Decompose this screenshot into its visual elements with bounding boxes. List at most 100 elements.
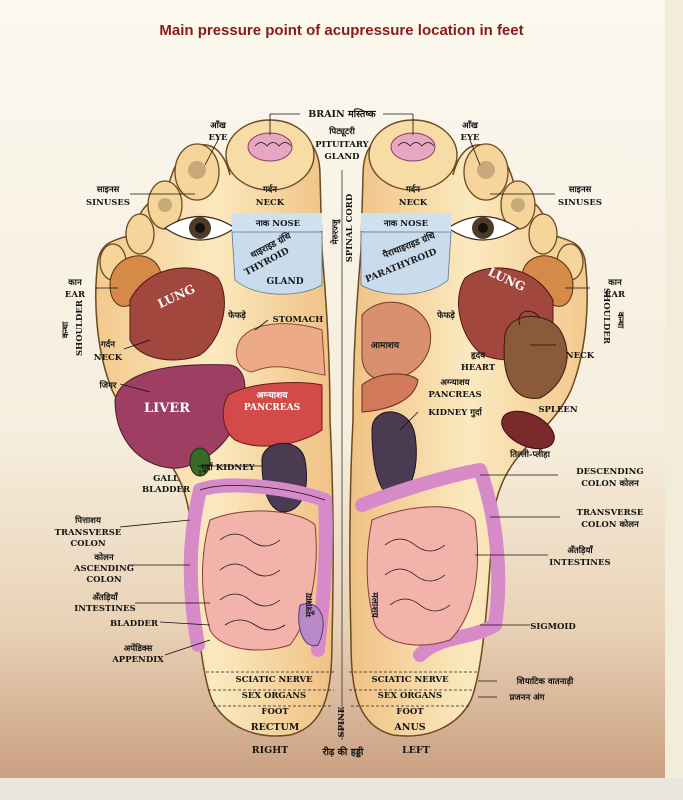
bladder-label: BLADDER	[110, 619, 159, 629]
eye-hi-label-left: आँख	[462, 120, 479, 131]
left-sinus-dot	[511, 198, 525, 212]
eye-label-left: EYE	[460, 133, 480, 143]
spine-hi-label: रीढ़ की हड्डी	[322, 746, 364, 758]
stomach-hi-label: आमाशय	[371, 341, 400, 351]
left-toe-4	[528, 213, 558, 255]
bladder-hi-label: मूत्राशय	[305, 592, 315, 618]
transverse-label-right: TRANSVERSE	[55, 528, 122, 538]
kidney-label-right: गुर्दा KIDNEY	[200, 462, 255, 473]
right-stomach-organ	[236, 323, 326, 376]
shoulder-label-right: SHOULDER	[75, 299, 85, 356]
liver-label: LIVER	[144, 401, 190, 416]
appendix-hi-label: अपेंडिक्स	[124, 643, 154, 654]
neck-label-right: NECK	[256, 198, 285, 208]
heart-organ	[503, 315, 568, 399]
eye-hi-label-right: आँख	[210, 120, 227, 131]
left-sinus-dot	[477, 161, 495, 179]
right-sinus-dot	[188, 161, 206, 179]
bottom-margin	[0, 778, 683, 800]
sinuses-hi-label-left: साइनस	[568, 185, 593, 195]
stomach-label: STOMACH	[273, 315, 324, 325]
neck3-label: NECK	[566, 351, 595, 361]
right-foot-label: RIGHT	[252, 745, 289, 756]
left-kidney-organ	[371, 411, 417, 498]
lung-hi-label-left: फेफड़े	[436, 310, 455, 321]
page-title: Main pressure point of acupressure locat…	[159, 22, 524, 39]
pituitary-label: PITUITARY	[315, 140, 369, 150]
shoulder-label-left: SHOULDER	[601, 288, 611, 345]
spine-label: SPINE	[337, 706, 347, 737]
sinuses-hi-label-right: साइनस	[96, 185, 121, 195]
neck2-label: NECK	[94, 353, 123, 363]
intestines-label-right: INTESTINES	[74, 604, 135, 614]
nose-label-left: नाक NOSE	[383, 219, 429, 229]
left-intestines-organ	[366, 506, 479, 646]
ear-label-right: EAR	[65, 290, 86, 300]
intestines-hi-label-left: अँतड़ियाँ	[567, 545, 593, 556]
spleen-organ	[501, 410, 555, 450]
spinal-cord-label: SPINAL CORD	[345, 193, 355, 262]
neck-hi-label-right: गर्दन	[262, 184, 278, 195]
right-nose-zone	[232, 213, 322, 231]
left-stomach-organ	[361, 301, 432, 381]
sex-organs-hi-label: प्रजनन अंग	[509, 692, 546, 703]
right-toe-4	[125, 213, 155, 255]
appendix-label: APPENDIX	[111, 655, 164, 665]
bladder-gall-label: BLADDER	[142, 485, 191, 495]
brain-label: BRAIN मस्तिष्क	[308, 108, 376, 120]
foot-label-left: FOOT	[396, 707, 424, 717]
neck2-hi-label: गर्दन	[100, 339, 116, 350]
neck-hi-label-left: गर्दन	[405, 184, 421, 195]
left-colon-organ	[355, 463, 506, 662]
ear-hi-label-right: कान	[67, 278, 83, 288]
pancreas-label-left: PANCREAS	[428, 390, 481, 400]
ear-hi-label-left: कान	[607, 278, 623, 288]
sinuses-label-right: SINUSES	[86, 198, 130, 208]
lung-hi-label-right: फेफड़े	[227, 310, 246, 321]
transverse-colon-label-left: COLON कोलन	[581, 519, 640, 530]
right-pancreas-organ	[222, 381, 323, 447]
right-lung-organ	[129, 267, 225, 361]
sex-organs-label-left: SEX ORGANS	[378, 691, 442, 701]
intestines-label-left: INTESTINES	[549, 558, 610, 568]
left-nose-zone	[361, 213, 451, 231]
heart-hi-label: हृदय	[470, 351, 486, 361]
shoulder-hi-label-left: कन्धा	[615, 311, 625, 329]
sciatic-label-left: SCIATIC NERVE	[371, 675, 449, 685]
eye-label-right: EYE	[208, 133, 228, 143]
liver-hi-label: जिगर	[99, 380, 117, 391]
spleen-label: SPLEEN	[538, 405, 577, 415]
left-eye-organ	[446, 216, 520, 241]
right-bladder-organ	[298, 603, 324, 647]
heart-label: HEART	[461, 363, 496, 373]
anus-label: ANUS	[393, 722, 425, 733]
right-thyroid-organ	[231, 231, 323, 295]
neck-label-left: NECK	[399, 198, 428, 208]
sciatic-label-right: SCIATIC NERVE	[235, 675, 313, 685]
rectum-hi-label: मलाशय	[369, 591, 379, 618]
right-foot	[95, 119, 334, 737]
intestines-hi-label-right: अँतड़ियाँ	[92, 592, 118, 603]
sex-organs-label-right: SEX ORGANS	[242, 691, 306, 701]
left-foot-label: LEFT	[402, 745, 430, 756]
left-brain-organ	[390, 132, 436, 162]
right-margin	[665, 0, 683, 800]
pancreas-hi-label-left: अग्न्याशय	[440, 378, 470, 388]
pancreas-label-right: PANCREAS	[244, 403, 300, 413]
rectum-label: RECTUM	[251, 722, 300, 733]
transverse-hi-label: पित्ताशय	[74, 515, 102, 526]
leader-lines	[95, 113, 590, 698]
descending-label: DESCENDING	[576, 467, 643, 477]
gland-organ-label: GLAND	[266, 277, 303, 287]
pituitary-hi-label: पिट्यूटरी	[328, 126, 355, 137]
shoulder-hi-label-right: कन्धा	[61, 321, 71, 339]
right-brain-organ	[247, 132, 293, 162]
spleen-hi-label: तिल्ली-प्लीहा	[509, 449, 551, 460]
sigmoid-label: SIGMOID	[530, 622, 576, 632]
ascending-hi-label: कोलन	[93, 552, 114, 563]
left-foot	[349, 119, 588, 737]
ear-label-left: EAR	[605, 290, 626, 300]
right-intestines-organ	[202, 510, 317, 651]
